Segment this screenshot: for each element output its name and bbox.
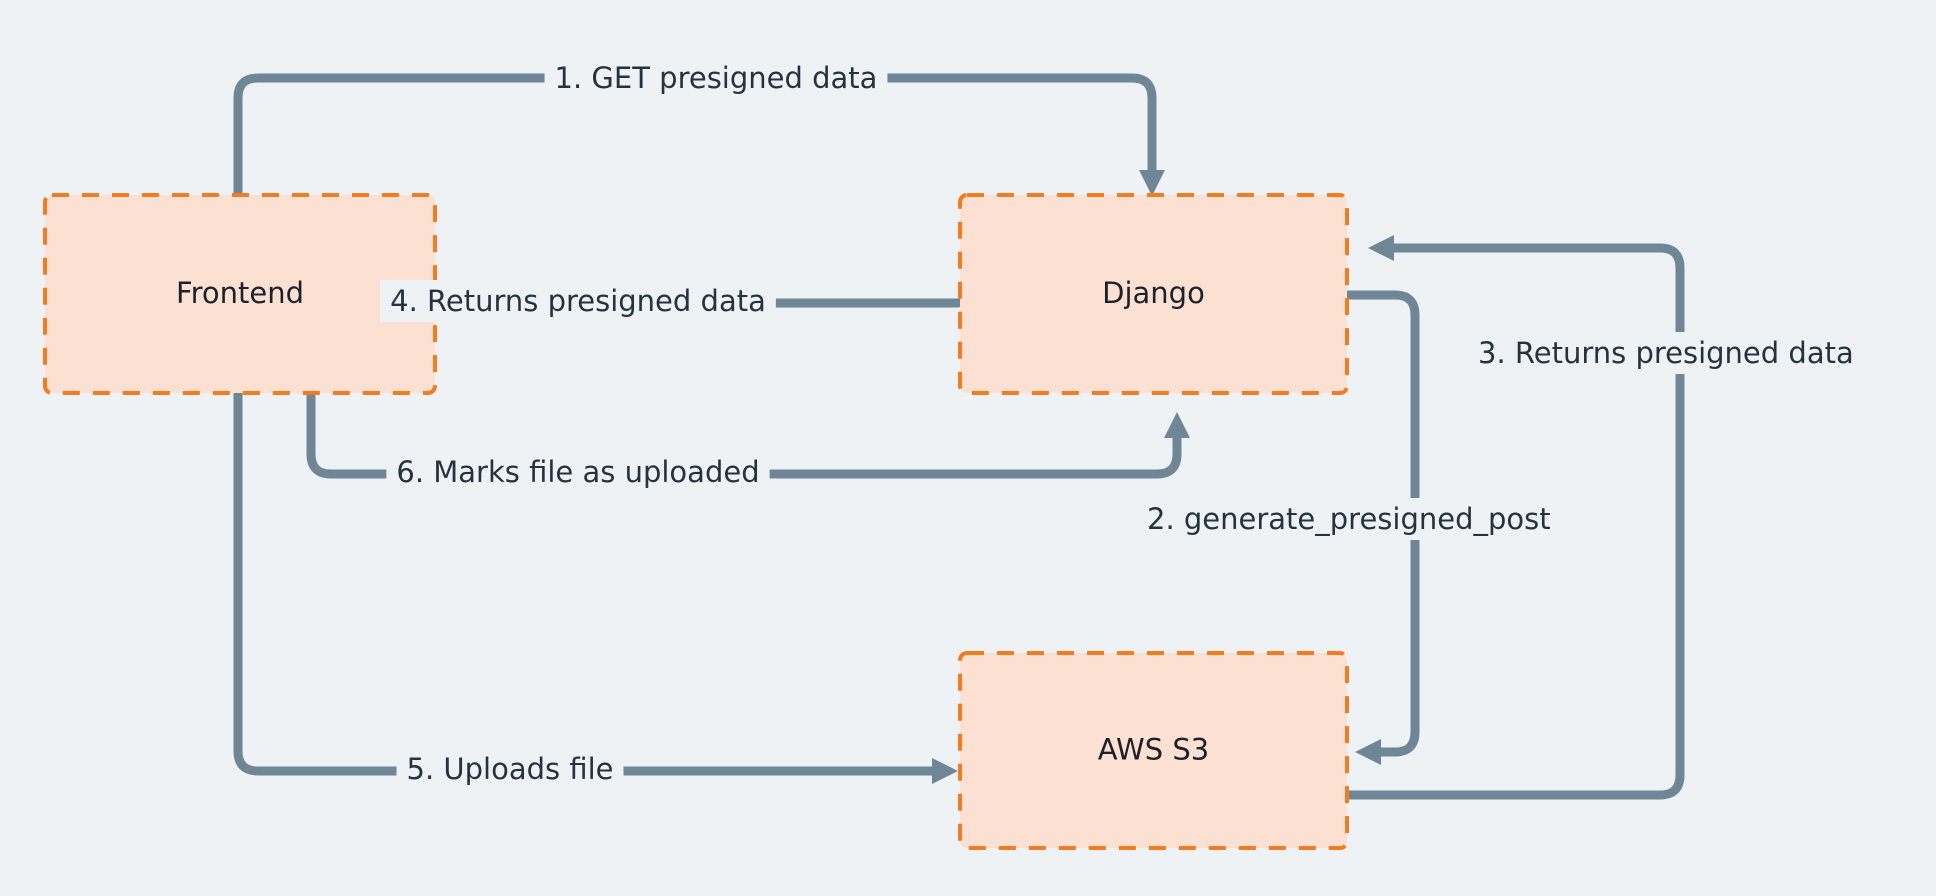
node-frontend-box[interactable]: [43, 193, 437, 395]
edge-3-label-backplate: [1468, 332, 1864, 374]
edge-5-label: 5. Uploads file: [407, 752, 614, 786]
node-django[interactable]: Django: [958, 193, 1349, 395]
edge-3-line: [1342, 243, 1685, 800]
edge-2-arrowhead-icon: [1355, 739, 1381, 765]
edge-2-label-backplate: [1137, 498, 1561, 540]
edge-5-arrowhead-icon: [932, 758, 958, 784]
edges-layer: [233, 73, 1685, 800]
edge-6-label-backplate: [386, 451, 770, 493]
node-frontend[interactable]: Frontend: [43, 193, 437, 395]
edge-4-label-backplate: [380, 280, 776, 322]
edge-4-label: 4. Returns presigned data: [390, 284, 766, 318]
edge-labels-layer: 1. GET presigned data 2. generate_presign…: [380, 57, 1864, 790]
node-frontend-label: Frontend: [176, 276, 304, 310]
edge-1-label-backplate: [544, 57, 888, 99]
edge-3-arrowhead-icon: [1368, 235, 1394, 261]
node-s3-box[interactable]: [958, 651, 1349, 850]
edge-edge-3: [1342, 235, 1685, 800]
edge-5-line: [233, 388, 942, 776]
node-django-label: Django: [1102, 276, 1205, 310]
node-s3-label: AWS S3: [1098, 733, 1209, 767]
edge-edge-5: [233, 388, 958, 784]
edge-5-label-backplate: [396, 748, 624, 790]
edge-1-label: 1. GET presigned data: [555, 61, 878, 95]
node-s3[interactable]: AWS S3: [958, 651, 1349, 850]
node-django-box[interactable]: [958, 193, 1349, 395]
edge-1-arrowhead-icon: [1139, 170, 1165, 196]
edge-2-label: 2. generate_presigned_post: [1147, 502, 1551, 536]
edge-6-label: 6. Marks file as uploaded: [396, 455, 759, 489]
edge-6-arrowhead-icon: [1164, 412, 1190, 438]
edge-3-label: 3. Returns presigned data: [1478, 336, 1854, 370]
